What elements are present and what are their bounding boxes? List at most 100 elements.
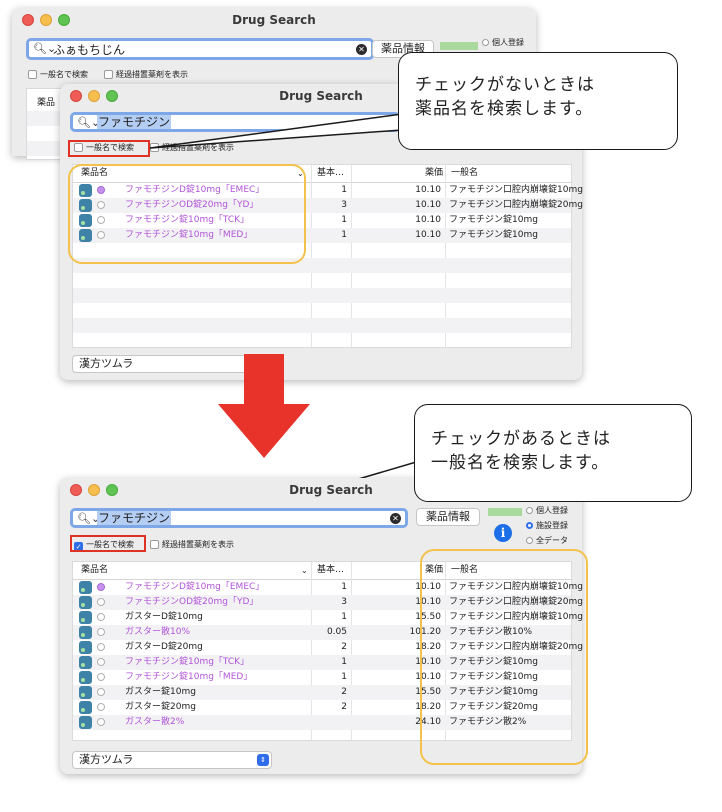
clear-icon[interactable]: ✕ bbox=[390, 513, 401, 524]
selection-dot-icon[interactable] bbox=[97, 718, 105, 726]
generic-name-cell: ファモチジン口腔内崩壊錠20mg bbox=[449, 200, 583, 210]
close-icon[interactable] bbox=[22, 14, 34, 26]
callout-line-1: チェックがないときは bbox=[415, 75, 595, 95]
selection-dot-icon[interactable] bbox=[97, 186, 105, 194]
zoom-icon[interactable] bbox=[106, 484, 118, 496]
price-cell: 18.20 bbox=[415, 702, 441, 712]
zoom-icon[interactable] bbox=[106, 90, 118, 102]
radio-personal[interactable]: 個人登録 bbox=[526, 506, 568, 516]
highlight-frame-checkbox bbox=[70, 535, 146, 552]
drug-name-cell: ファモチジンD錠10mg「EMEC」 bbox=[125, 185, 265, 195]
drug-type-icon bbox=[79, 686, 92, 699]
column-header-name[interactable]: 薬品名 bbox=[81, 168, 109, 178]
checkbox-label: 一般名で検索 bbox=[40, 70, 88, 79]
column-divider bbox=[445, 165, 446, 347]
maker-dropdown[interactable]: 漢方ツムラ bbox=[72, 355, 258, 373]
search-icon: 🔍︎⌄ bbox=[33, 42, 57, 55]
base-cell: 1 bbox=[341, 230, 347, 240]
search-text: ファモチジン bbox=[97, 511, 172, 525]
window-title: Drug Search bbox=[279, 89, 363, 103]
info-icon[interactable]: i bbox=[494, 524, 512, 542]
radio-label: 施設登録 bbox=[536, 521, 568, 530]
search-input[interactable]: 🔍︎⌄ ふぁもちじん ✕ bbox=[26, 38, 374, 60]
generic-search-checkbox[interactable]: 一般名で検索 bbox=[74, 142, 134, 154]
generic-search-checkbox[interactable]: 一般名で検索 bbox=[28, 69, 88, 81]
base-cell: 1 bbox=[341, 582, 347, 592]
drug-info-button[interactable]: 薬品情報 bbox=[416, 508, 480, 526]
clear-icon[interactable]: ✕ bbox=[356, 44, 367, 55]
column-header-base[interactable]: 基本… bbox=[317, 565, 345, 575]
transitional-checkbox[interactable]: 経過措置薬剤を表示 bbox=[150, 539, 234, 551]
search-input[interactable]: 🔍︎⌄ ファモチジン ✕ bbox=[70, 508, 408, 528]
radio-all-data[interactable]: 全データ bbox=[526, 536, 568, 546]
selection-dot-icon[interactable] bbox=[97, 201, 105, 209]
radio-facility[interactable]: 施設登録 bbox=[526, 521, 568, 531]
transitional-checkbox[interactable]: 経過措置薬剤を表示 bbox=[104, 69, 188, 81]
column-header-price[interactable]: 薬価 bbox=[424, 565, 443, 575]
generic-name-cell: ファモチジン錠10mg bbox=[449, 230, 538, 240]
callout-line-1: チェックがあるときは bbox=[431, 429, 611, 449]
selection-dot-icon[interactable] bbox=[97, 643, 105, 651]
drug-type-icon bbox=[79, 596, 92, 609]
base-cell: 1 bbox=[341, 672, 347, 682]
drug-name-cell: ファモチジン錠10mg「MED」 bbox=[125, 672, 253, 682]
drug-type-icon bbox=[79, 229, 92, 242]
minimize-icon[interactable] bbox=[88, 90, 100, 102]
drug-name-cell: ガスターD錠20mg bbox=[125, 642, 203, 652]
sort-chevron-icon[interactable]: ⌄ bbox=[301, 566, 308, 575]
highlight-frame-names bbox=[68, 164, 306, 264]
minimize-icon[interactable] bbox=[40, 14, 52, 26]
table-row bbox=[73, 288, 571, 303]
generic-name-cell: ファモチジン口腔内崩壊錠20mg bbox=[449, 597, 583, 607]
base-cell: 2 bbox=[341, 702, 347, 712]
column-header-generic[interactable]: 一般名 bbox=[451, 168, 479, 178]
close-icon[interactable] bbox=[70, 90, 82, 102]
selection-dot-icon[interactable] bbox=[97, 628, 105, 636]
status-bar bbox=[488, 508, 522, 516]
close-icon[interactable] bbox=[70, 484, 82, 496]
minimize-icon[interactable] bbox=[88, 484, 100, 496]
selection-dot-icon[interactable] bbox=[97, 688, 105, 696]
column-header-generic[interactable]: 一般名 bbox=[451, 565, 479, 575]
selection-dot-icon[interactable] bbox=[97, 613, 105, 621]
generic-name-cell: ファモチジン散2% bbox=[449, 717, 527, 727]
table-row bbox=[73, 318, 571, 333]
callout-top: チェックがないときは 薬品名を検索します。 bbox=[398, 52, 678, 150]
drug-type-icon bbox=[79, 641, 92, 654]
zoom-icon[interactable] bbox=[58, 14, 70, 26]
selection-dot-icon[interactable] bbox=[97, 231, 105, 239]
selection-dot-icon[interactable] bbox=[97, 658, 105, 666]
column-header-base[interactable]: 基本… bbox=[317, 168, 345, 178]
column-header-price[interactable]: 薬価 bbox=[424, 168, 443, 178]
selection-dot-icon[interactable] bbox=[97, 703, 105, 711]
search-text: ふぁもちじん bbox=[53, 43, 126, 57]
selection-dot-icon[interactable] bbox=[97, 598, 105, 606]
price-cell: 10.10 bbox=[415, 230, 441, 240]
column-header-name[interactable]: 薬品名 bbox=[81, 565, 109, 575]
selection-dot-icon[interactable] bbox=[97, 216, 105, 224]
radio-personal[interactable]: 個人登録 bbox=[482, 38, 524, 48]
maker-dropdown[interactable]: 漢方ツムラ ⇕ bbox=[72, 751, 272, 769]
drug-type-icon bbox=[79, 184, 92, 197]
price-cell: 10.10 bbox=[415, 215, 441, 225]
selection-dot-icon[interactable] bbox=[97, 583, 105, 591]
column-divider bbox=[311, 165, 312, 347]
table-header: 薬品名 ⌄ 基本… 薬価 一般名 bbox=[73, 165, 571, 183]
callout-bottom: チェックがあるときは 一般名を検索します。 bbox=[414, 404, 692, 502]
selection-dot-icon[interactable] bbox=[97, 673, 105, 681]
